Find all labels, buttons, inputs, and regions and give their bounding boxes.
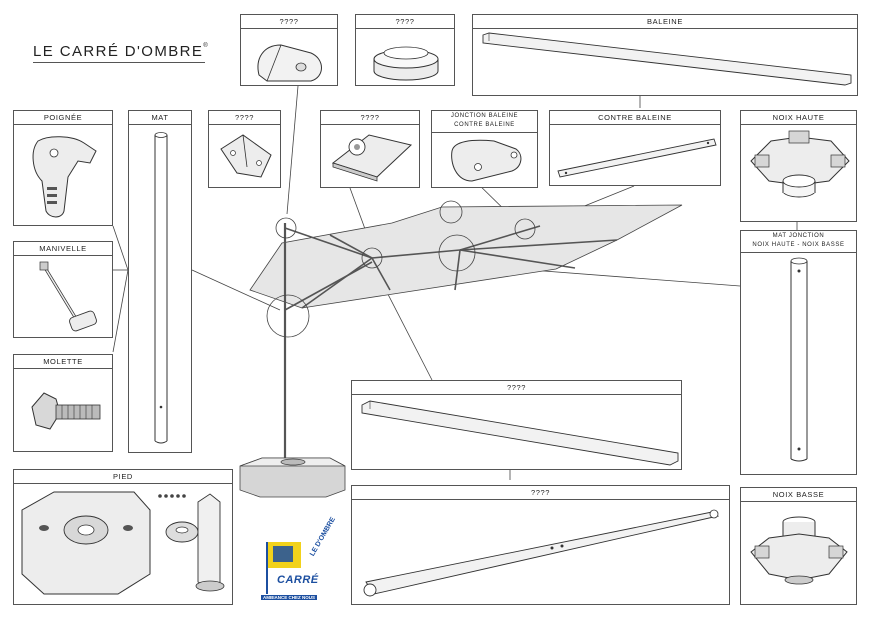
cap-icon [257,44,322,82]
counter-rib-icon [557,138,717,178]
panel-unknown-arm: ???? [351,485,730,605]
brand-title-text: LE CARRÉ D'OMBRE [33,43,204,60]
panel-unknown-ring: ???? [355,14,455,86]
panel-unknown-bracket-title: ???? [209,111,280,125]
panel-baleine: BALEINE [472,14,858,96]
panel-jonction-title-line1: JONCTION BALEINE [450,113,519,119]
panel-unknown-bracket: ???? [208,110,281,188]
hub-icon [331,134,413,182]
panel-poignee-title: POIGNÉE [14,111,112,125]
ring-icon [373,46,439,81]
brand-underline [33,62,205,63]
umbrella-base [239,457,346,498]
rib-icon [482,32,852,86]
panel-molette-title: MOLETTE [14,355,112,369]
lower-arm-line [284,261,373,311]
panel-mat-jonction-title-line1: MAT JONCTION [772,233,825,239]
knob-icon [31,392,101,430]
panel-unknown-hub-title: ???? [321,111,419,125]
junction-icon [451,139,522,182]
crank-icon [39,261,97,332]
lower-hub-icon [750,516,848,585]
brand-logo: LE D'OMBRE CARRÉ AMBIANCE CHEZ NOUS [253,516,337,604]
panel-mat-title: MAT [129,111,191,125]
handle-icon [32,136,97,218]
panel-mat: MAT [128,110,192,453]
panel-contre-baleine: CONTRE BALEINE [549,110,721,186]
bracket-icon [220,134,272,178]
panel-mat-jonction-title-line2: NOIX HAUTE - NOIX BASSE [752,242,845,248]
panel-mat-jonction: MAT JONCTION NOIX HAUTE - NOIX BASSE [740,230,857,475]
mast-junction-icon [790,257,808,462]
panel-pied: PIED [13,469,233,605]
panel-unknown-ring-title: ???? [356,15,454,29]
panel-baleine-title: BALEINE [473,15,857,29]
panel-noix-haute: NOIX HAUTE [740,110,857,222]
panel-unknown-beam: ???? [351,380,682,470]
panel-mat-jonction-title: MAT JONCTION NOIX HAUTE - NOIX BASSE [741,231,856,253]
panel-jonction-baleine: JONCTION BALEINE CONTRE BALEINE [431,110,538,188]
panel-unknown-cap: ???? [240,14,338,86]
registered-mark: ® [203,43,210,49]
panel-unknown-cap-title: ???? [241,15,337,29]
panel-noix-basse: NOIX BASSE [740,487,857,605]
panel-jonction-title-line2: CONTRE BALEINE [454,122,515,128]
panel-noix-basse-title: NOIX BASSE [741,488,856,502]
panel-pied-title: PIED [14,470,232,484]
panel-noix-haute-title: NOIX HAUTE [741,111,856,125]
canopy [249,204,683,309]
logo-tagline: AMBIANCE CHEZ NOUS [261,595,318,600]
detail-circles [266,200,536,338]
panel-molette: MOLETTE [13,354,113,452]
brand-title: LE CARRÉ D'OMBRE® [33,43,209,60]
panel-jonction-title: JONCTION BALEINE CONTRE BALEINE [432,111,537,133]
mast-icon [154,132,168,444]
arm-line [284,227,373,259]
panel-unknown-beam-title: ???? [352,381,681,395]
panel-contre-baleine-title: CONTRE BALEINE [550,111,720,125]
arm-icon [363,509,720,597]
panel-unknown-arm-title: ???? [352,486,729,500]
panel-manivelle: MANIVELLE [13,241,113,338]
logo-umbrella-icon [266,542,301,594]
panel-unknown-hub: ???? [320,110,420,188]
base-kit-icon [21,491,225,595]
panel-poignee: POIGNÉE [13,110,113,226]
panel-manivelle-title: MANIVELLE [14,242,112,256]
beam-icon [361,400,679,466]
upper-hub-icon [750,130,850,198]
logo-name: CARRÉ [277,574,319,586]
